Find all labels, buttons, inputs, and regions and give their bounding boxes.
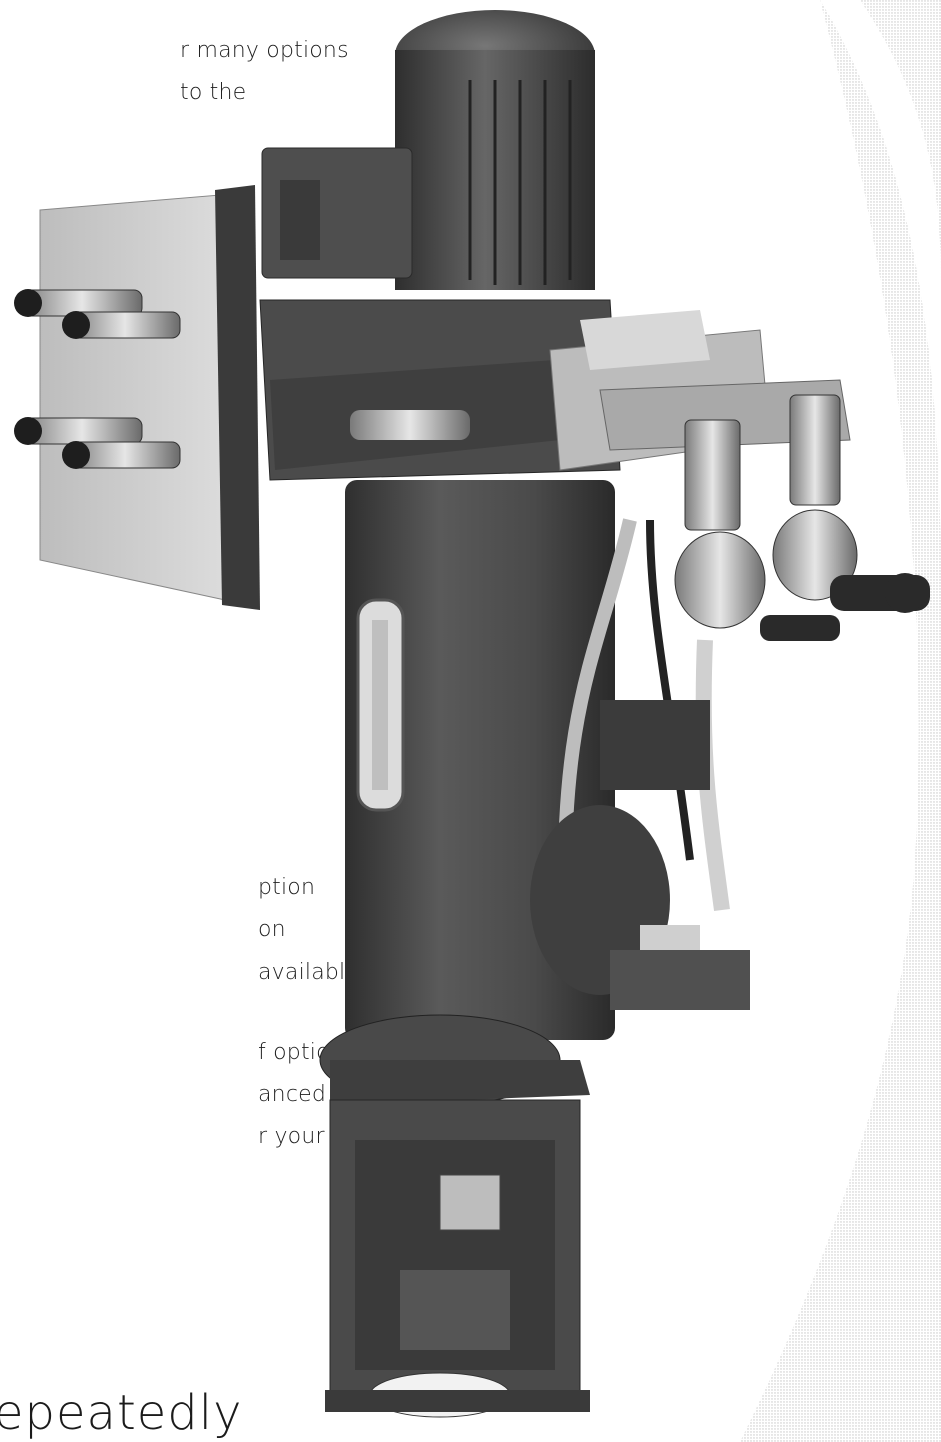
top-text-line-1: r many options [180,38,349,63]
middle-text-line-5: anced [258,1082,327,1107]
heading-fragment: epeatedly [0,1385,243,1441]
left-fittings [21,289,181,469]
top-text-line-2: to the [180,80,247,105]
middle-text-line-1: ption [258,875,316,900]
middle-text-line-2: on [258,917,286,942]
middle-text-line-6: r your [258,1124,325,1149]
middle-text-line-3: available [258,960,360,985]
